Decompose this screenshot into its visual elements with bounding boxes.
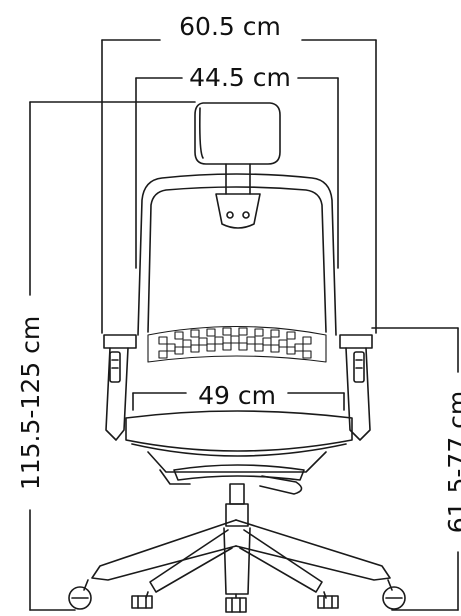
caster-center bbox=[225, 593, 247, 613]
armrest-right bbox=[339, 334, 373, 441]
caster-right-outer bbox=[382, 579, 406, 610]
seat bbox=[125, 410, 353, 473]
total-width-label: 60.5 cm bbox=[179, 12, 281, 41]
seat-width-label: 49 cm bbox=[198, 381, 276, 410]
gas-lift bbox=[225, 483, 249, 527]
dim-total-width-lines bbox=[101, 39, 377, 334]
dim-seat-height-lines bbox=[371, 327, 459, 611]
headrest bbox=[194, 102, 281, 195]
dim-seat-width-lines bbox=[132, 392, 345, 411]
dim-total-height-lines bbox=[29, 101, 196, 611]
caster-left-outer bbox=[68, 579, 92, 610]
armrest-left bbox=[103, 334, 137, 441]
backrest bbox=[137, 173, 337, 336]
seat-height-label: 61.5-77 cm bbox=[443, 391, 461, 534]
mechanism bbox=[159, 464, 305, 495]
five-star-base bbox=[91, 519, 391, 595]
caster-right-inner bbox=[317, 591, 339, 609]
caster-left-inner bbox=[131, 591, 153, 609]
total-height-label: 115.5-125 cm bbox=[16, 316, 45, 490]
dim-back-width-lines bbox=[135, 77, 339, 269]
mesh-band bbox=[147, 325, 327, 363]
back-width-label: 44.5 cm bbox=[189, 63, 291, 92]
